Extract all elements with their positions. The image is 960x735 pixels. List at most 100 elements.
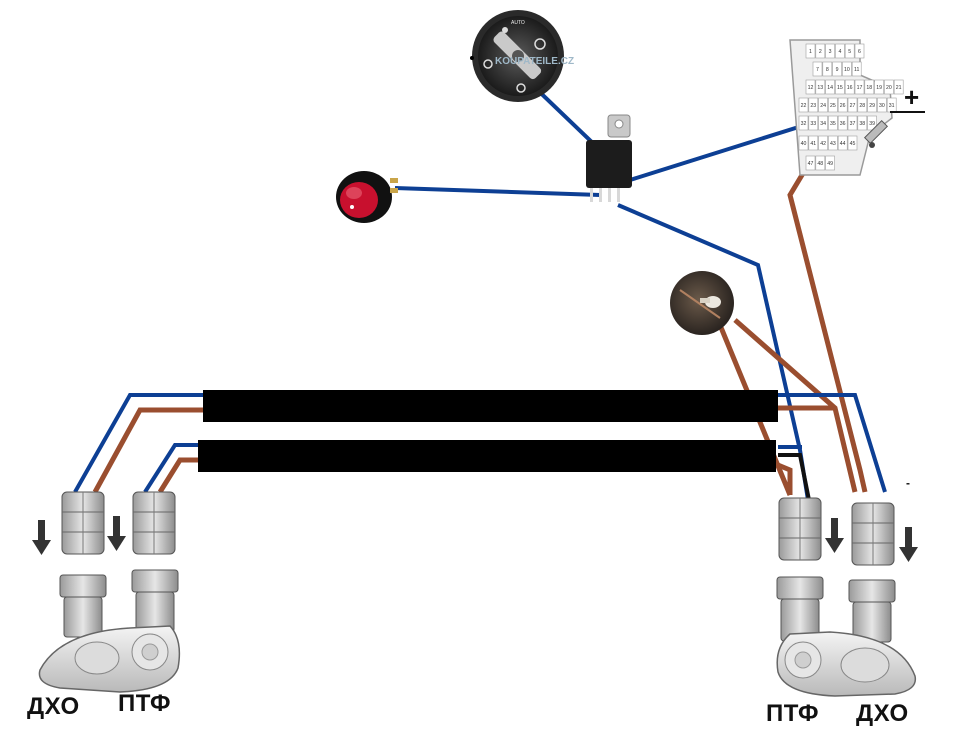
blue-wire-rocker-relay xyxy=(394,186,601,197)
fuse-slot-number: 4 xyxy=(838,49,841,55)
left-headlight-assembly xyxy=(32,491,181,693)
fuse-slot-number: 17 xyxy=(857,85,863,91)
wire-loom-upper xyxy=(203,390,778,422)
fuse-slot-number: 24 xyxy=(820,103,826,109)
fuse-slot xyxy=(808,115,819,131)
fuse-slot xyxy=(825,79,835,95)
fuse-slot-number: 45 xyxy=(850,141,856,147)
left-fog-socket xyxy=(131,569,179,633)
right-headlight-assembly xyxy=(776,497,918,697)
fuse-slot-number: 10 xyxy=(844,67,850,73)
fuse-slot xyxy=(805,79,816,95)
right-fog-connector xyxy=(778,497,822,561)
fuse-slot-number: 47 xyxy=(808,161,814,167)
left-drl-connector xyxy=(61,491,105,555)
fuse-slot xyxy=(837,97,848,113)
down-arrow-icon xyxy=(899,527,918,562)
fuse-slot-number: 16 xyxy=(847,85,853,91)
blue-wire-right-drl xyxy=(778,393,887,493)
brown-wire-right-loom2 xyxy=(777,462,793,495)
fuse-slot-number: 33 xyxy=(810,121,816,127)
fuse-slot xyxy=(893,79,904,95)
label-left-fog: ПТФ xyxy=(118,690,171,717)
fuse-slot xyxy=(884,79,894,95)
fuse-slot-number: 38 xyxy=(859,121,865,127)
fuse-slot-number: 14 xyxy=(827,85,833,91)
fuse-slot xyxy=(825,43,835,59)
fuse-slot xyxy=(798,97,809,113)
fuse-slot-number: 49 xyxy=(827,161,833,167)
fuse-slot xyxy=(857,97,868,113)
fuse-slot xyxy=(835,79,845,95)
fuse-slot xyxy=(815,79,826,95)
fuse-slot xyxy=(812,61,823,77)
fuse-slot-number: 11 xyxy=(854,67,859,73)
fuse-slot-number: 7 xyxy=(816,67,819,73)
fuse-slot-number: 9 xyxy=(836,67,839,73)
fuse-slot xyxy=(818,135,828,151)
label-left-drl: ДХО xyxy=(27,693,80,720)
right-drl-socket xyxy=(848,579,896,643)
fuse-slot xyxy=(864,79,875,95)
wire-loom-lower xyxy=(198,440,776,472)
fuse-slot-number: 43 xyxy=(830,141,836,147)
fuse-slot xyxy=(798,115,809,131)
right-headlight xyxy=(776,631,917,697)
fuse-slot xyxy=(867,97,877,113)
fuse-slot-number: 25 xyxy=(830,103,836,109)
label-right-drl: ДХО xyxy=(856,700,909,727)
headlight-switch: AUTO KOUPATEILE.CZ xyxy=(470,10,574,102)
fuse-slot xyxy=(837,115,848,131)
fuse-slot xyxy=(822,61,833,77)
bulb-photo xyxy=(670,271,734,335)
left-drl-socket xyxy=(59,574,107,638)
fuse-slot-number: 44 xyxy=(840,141,846,147)
fuse-slot xyxy=(818,115,828,131)
fuse-slot xyxy=(832,61,842,77)
fuse-slot xyxy=(828,97,838,113)
battery-minus-sign: - xyxy=(906,476,910,490)
fuse-slot xyxy=(847,135,858,151)
fuse-slot xyxy=(805,155,816,171)
fuse-slot-number: 34 xyxy=(820,121,826,127)
label-right-fog: ПТФ xyxy=(766,700,819,727)
fuse-slot xyxy=(818,97,828,113)
fuse-slot-number: 6 xyxy=(858,49,861,55)
fuse-slot-number: 1 xyxy=(809,49,812,55)
fuse-slot-number: 15 xyxy=(837,85,843,91)
fuse-slot xyxy=(815,43,826,59)
fuse-slot xyxy=(854,79,865,95)
fuse-slot-number: 41 xyxy=(810,141,816,147)
left-fog-connector xyxy=(132,491,176,555)
down-arrow-icon xyxy=(32,520,51,555)
fuse-slot xyxy=(835,43,845,59)
left-headlight xyxy=(38,625,181,693)
fuse-slot xyxy=(798,135,809,151)
fuse-slot-number: 3 xyxy=(829,49,832,55)
fuse-slot xyxy=(857,115,868,131)
fuse-slot xyxy=(825,155,835,171)
battery-plus-sign: + xyxy=(904,82,920,112)
fuse-slot xyxy=(828,135,838,151)
fuse-slot-number: 22 xyxy=(801,103,807,109)
fuse-slot xyxy=(851,61,862,77)
fuse-slot-number: 27 xyxy=(850,103,856,109)
fuse-slot-number: 37 xyxy=(850,121,856,127)
fuse-slot-number: 5 xyxy=(848,49,851,55)
fuse-slot xyxy=(844,79,855,95)
fuse-slot xyxy=(815,155,826,171)
fuse-slot xyxy=(842,61,852,77)
fuse-slot-number: 40 xyxy=(801,141,807,147)
right-drl-connector xyxy=(851,502,895,566)
fuse-slot-number: 42 xyxy=(820,141,826,147)
brown-wire-left-drl xyxy=(92,407,205,494)
relay xyxy=(586,114,632,202)
fuse-slot xyxy=(877,97,887,113)
brown-wire-left-fog xyxy=(157,457,200,494)
fuse-slot-number: 18 xyxy=(866,85,872,91)
fuse-slot-number: 30 xyxy=(879,103,885,109)
fuse-slot-number: 26 xyxy=(840,103,846,109)
fuse-slot-number: 23 xyxy=(810,103,816,109)
